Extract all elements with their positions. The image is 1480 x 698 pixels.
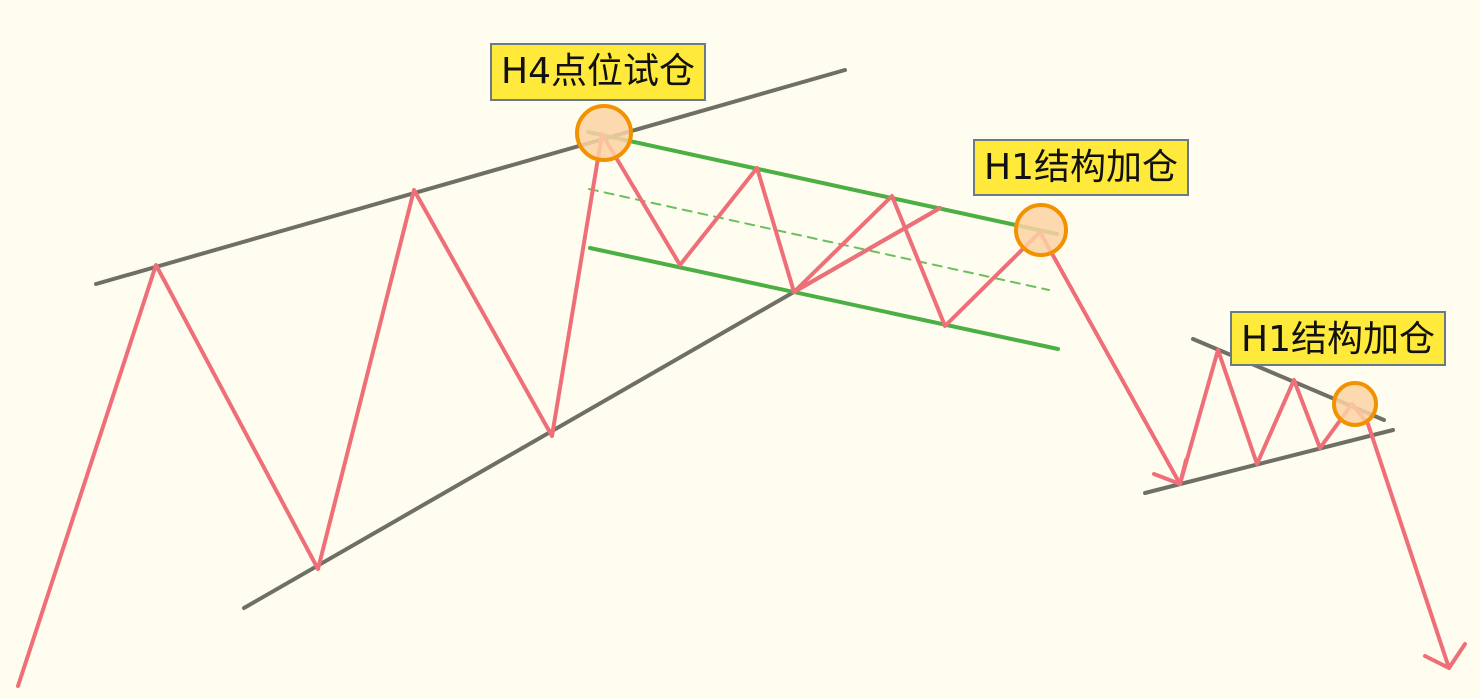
rising-wedge-upper-line	[94, 68, 847, 286]
h1-add-first-label: H1结构加仓	[973, 139, 1189, 196]
triangle-lower-line	[1143, 428, 1395, 495]
h1-add-second-marker	[1332, 381, 1378, 427]
entry-markers	[575, 104, 1378, 427]
price-path-main	[16, 132, 1451, 688]
h1-add-first-marker	[1014, 203, 1068, 257]
channel-upper-line	[586, 130, 1059, 236]
trendlines	[94, 68, 1395, 610]
descending-channel	[586, 130, 1060, 351]
channel-midline	[588, 188, 1050, 291]
channel-lower-line	[588, 246, 1060, 351]
price-path	[16, 132, 1467, 688]
price-path-overlay	[792, 206, 942, 294]
end-arrowhead-icon	[1423, 642, 1467, 670]
h4-entry-label: H4点位试仓	[490, 43, 706, 101]
h4-entry-marker	[575, 104, 633, 162]
h1-add-second-label: H1结构加仓	[1230, 311, 1446, 366]
mid-arrowhead-icon	[1152, 458, 1188, 486]
